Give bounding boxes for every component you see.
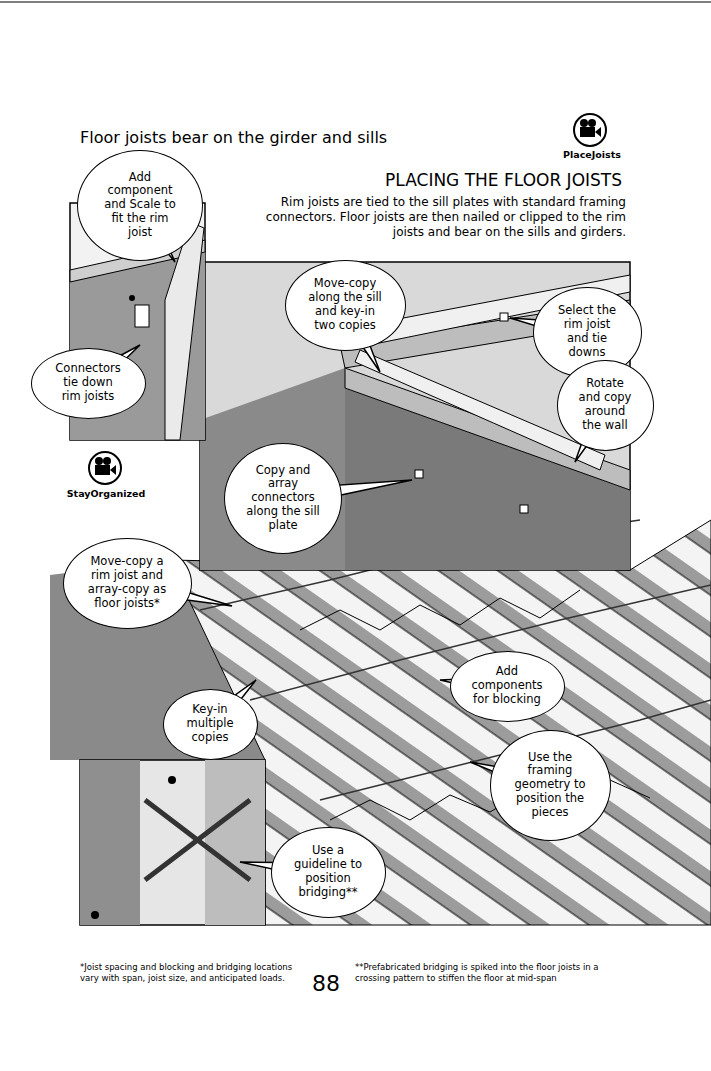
- bubble-text: Rotate and copy around the wall: [575, 377, 635, 432]
- speech-bubble: Key-in multiple copies: [163, 689, 258, 760]
- speech-bubble: Move-copy a rim joist and array-copy as …: [63, 538, 192, 629]
- speech-bubble: Move-copy along the sill and key-in two …: [285, 260, 406, 351]
- top-rule: [0, 2, 711, 3]
- video-label: PlaceJoists: [560, 149, 624, 161]
- bubble-text: Copy and array connectors along the sill…: [246, 464, 320, 533]
- bubble-text: Use the framing geometry to position the…: [512, 751, 588, 820]
- bubble-text: Connectors tie down rim joists: [52, 362, 124, 403]
- speech-bubble: Connectors tie down rim joists: [31, 348, 146, 419]
- speech-bubble: Add components for blocking: [450, 651, 565, 722]
- speech-bubble: Use the framing geometry to position the…: [490, 730, 611, 841]
- section-heading: PLACING THE FLOOR JOISTS: [300, 170, 622, 191]
- bubble-text: Add component and Scale to fit the rim j…: [100, 171, 180, 240]
- bubble-text: Use a guideline to position bridging**: [292, 844, 364, 899]
- bubble-text: Move-copy along the sill and key-in two …: [307, 277, 383, 332]
- joist-deck: [50, 520, 711, 925]
- footnote: *Joist spacing and blocking and bridging…: [80, 962, 305, 983]
- bridging-inset: [80, 760, 265, 925]
- bubble-text: Add components for blocking: [471, 665, 543, 706]
- bubble-text: Key-in multiple copies: [181, 703, 239, 744]
- speech-bubble: Add component and Scale to fit the rim j…: [77, 150, 203, 261]
- speech-bubble: Use a guideline to position bridging**: [271, 827, 386, 918]
- camera-icon: [574, 114, 606, 146]
- footnote: **Prefabricated bridging is spiked into …: [355, 962, 605, 983]
- page-number: 88: [306, 970, 346, 998]
- speech-bubble: Copy and array connectors along the sill…: [224, 443, 342, 554]
- bubble-text: Move-copy a rim joist and array-copy as …: [86, 555, 168, 610]
- body-text: Rim joists are tied to the sill plates w…: [262, 195, 626, 240]
- speech-bubble: Rotate and copy around the wall: [557, 360, 654, 451]
- video-label: StayOrganized: [62, 488, 150, 500]
- camera-icon: [89, 452, 121, 484]
- page-title: Floor joists bear on the girder and sill…: [80, 128, 387, 147]
- bubble-text: Select the rim joist and tie downs: [553, 304, 621, 359]
